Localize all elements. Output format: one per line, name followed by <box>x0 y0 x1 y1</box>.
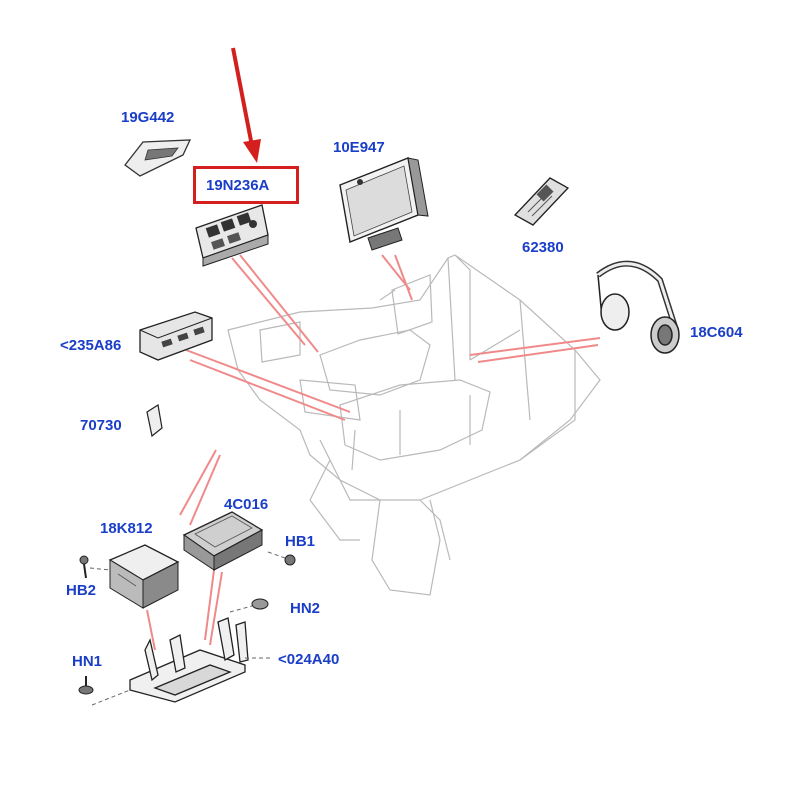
label-18k812: 18K812 <box>100 520 153 537</box>
part-10e947-display <box>339 157 429 251</box>
part-19n236a-switch-pack <box>195 204 269 267</box>
label-19n236a: 19N236A <box>206 177 270 194</box>
label-hn1: HN1 <box>72 653 103 670</box>
fastener-hn1 <box>78 676 136 706</box>
label-70730: 70730 <box>80 417 122 434</box>
label-024a40: <024A40 <box>278 651 340 668</box>
label-10e947: 10E947 <box>333 139 385 156</box>
leader-lines <box>146 254 601 651</box>
pointer-arrow <box>231 47 261 163</box>
vehicle-interior-outline <box>227 254 601 596</box>
part-235a86-console <box>139 311 213 361</box>
fastener-hb2 <box>79 555 111 579</box>
label-18c604: 18C604 <box>690 324 743 341</box>
part-19g442-strip <box>124 139 192 177</box>
part-62380-remote <box>513 177 570 226</box>
part-18c604-headphones <box>596 260 680 354</box>
label-235a86: <235A86 <box>60 337 122 354</box>
label-19g442: 19G442 <box>121 109 175 126</box>
fastener-hb1 <box>267 551 296 566</box>
label-4c016: 4C016 <box>224 496 269 513</box>
highlight-box <box>193 166 299 204</box>
part-4c016-module <box>182 511 264 571</box>
part-18k812-box <box>108 544 180 609</box>
label-hb1: HB1 <box>285 533 316 550</box>
part-024a40-bracket <box>129 617 270 703</box>
label-hb2: HB2 <box>66 582 97 599</box>
fastener-hn2 <box>229 598 269 613</box>
part-70730-panel <box>146 404 163 438</box>
label-62380: 62380 <box>522 239 564 256</box>
label-hn2: HN2 <box>290 600 321 617</box>
